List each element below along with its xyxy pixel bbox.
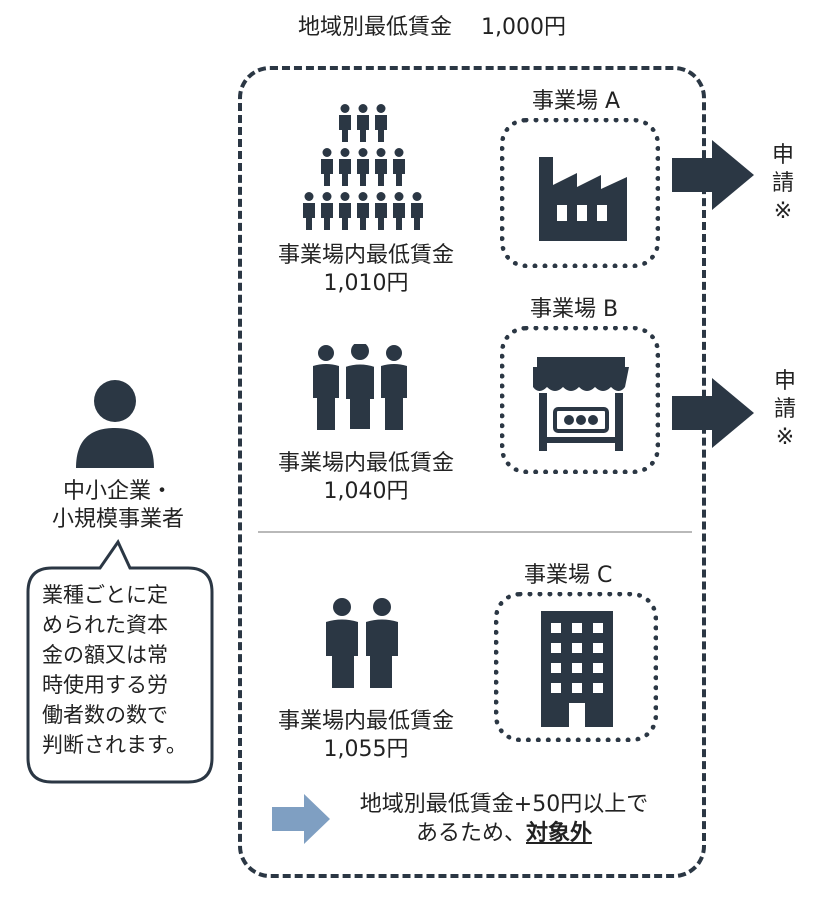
site-a-wage-value: 1,010円 xyxy=(323,271,409,296)
site-c-wage-label: 事業場内最低賃金 xyxy=(277,709,454,734)
site-b-box xyxy=(500,326,660,474)
site-a-box xyxy=(500,118,660,268)
apply-b-char-1: 申 xyxy=(773,369,796,394)
excluded-label: 対象外 xyxy=(526,821,593,846)
large-crowd-icon xyxy=(303,104,423,230)
site-a-wage-label: 事業場内最低賃金 xyxy=(277,243,454,268)
site-a-name: 事業場 A xyxy=(532,89,621,114)
result-text: 地域別最低賃金+50円以上で あるため、対象外 xyxy=(336,790,672,848)
site-c-wage: 事業場内最低賃金 1,055円 xyxy=(258,708,474,764)
apply-b-char-3: ※ xyxy=(775,425,795,450)
business-owner-icon xyxy=(76,380,154,468)
apply-a-char-3: ※ xyxy=(773,199,793,224)
speech-bubble-shape xyxy=(26,538,214,784)
header-label: 地域別最低賃金 xyxy=(298,15,453,40)
result-arrow-icon xyxy=(272,794,330,844)
factory-icon xyxy=(539,157,627,241)
operator-line2: 小規模事業者 xyxy=(51,507,184,532)
bubble-line-5: 働者数の数で xyxy=(42,703,168,727)
site-b-wage-label: 事業場内最低賃金 xyxy=(277,451,454,476)
site-a-apply-label: 申 請 ※ xyxy=(768,142,798,226)
result-line-2-prefix: あるため、 xyxy=(415,821,526,846)
bubble-line-2: められた資本 xyxy=(42,613,168,637)
site-b-wage: 事業場内最低賃金 1,040円 xyxy=(258,450,474,506)
apply-b-char-2: 請 xyxy=(773,397,796,422)
site-a-wage: 事業場内最低賃金 1,010円 xyxy=(258,242,474,298)
two-people-icon xyxy=(326,598,398,688)
speech-bubble-text: 業種ごとに定 められた資本 金の額又は常 時使用する労 働者数の数で 判断されま… xyxy=(42,580,212,760)
header-amount: 1,000円 xyxy=(481,15,566,40)
site-b-wage-value: 1,040円 xyxy=(323,479,409,504)
apply-a-char-2: 請 xyxy=(771,171,794,196)
bubble-line-3: 金の額又は常 xyxy=(42,643,168,667)
apply-a-char-1: 申 xyxy=(771,143,794,168)
bubble-line-1: 業種ごとに定 xyxy=(42,583,168,607)
bubble-line-6: 判断されます。 xyxy=(42,733,187,757)
operator-line1: 中小企業・ xyxy=(62,479,173,504)
site-c-box xyxy=(494,592,658,742)
result-line-2: あるため、対象外 xyxy=(336,819,672,848)
header-title: 地域別最低賃金 1,000円 xyxy=(298,14,566,42)
operator-label: 中小企業・ 小規模事業者 xyxy=(36,478,200,534)
result-line-1: 地域別最低賃金+50円以上で xyxy=(359,792,649,817)
establishments-container xyxy=(238,66,706,878)
section-divider xyxy=(258,531,692,533)
apply-arrow-b-icon xyxy=(672,378,754,448)
site-c-name: 事業場 C xyxy=(524,563,613,588)
office-building-icon xyxy=(541,611,613,727)
shop-icon xyxy=(533,357,629,451)
site-c-wage-value: 1,055円 xyxy=(323,737,409,762)
apply-arrow-a-icon xyxy=(672,140,754,210)
three-people-icon xyxy=(313,344,407,430)
site-b-apply-label: 申 請 ※ xyxy=(770,368,800,452)
site-b-name: 事業場 B xyxy=(530,297,619,322)
bubble-line-4: 時使用する労 xyxy=(42,673,168,697)
